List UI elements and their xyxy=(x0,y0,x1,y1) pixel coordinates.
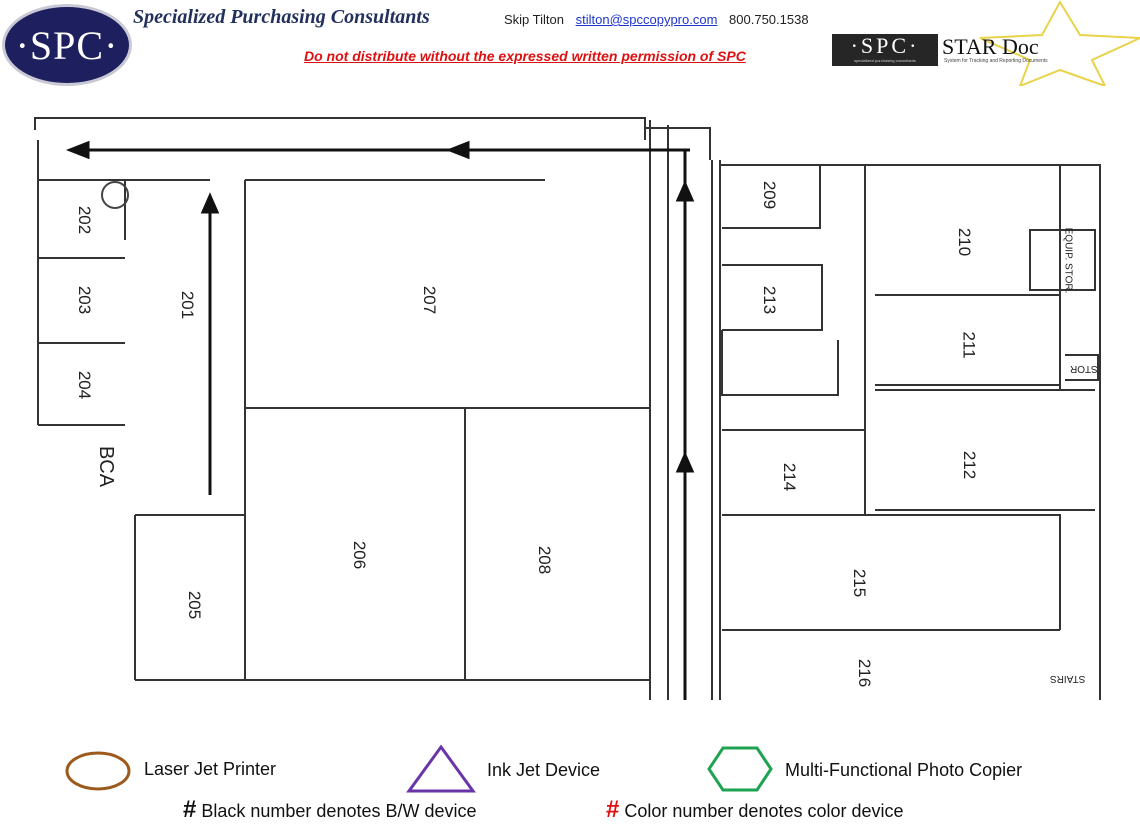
legend-mfp: Multi-Functional Photo Copier xyxy=(785,760,1023,780)
star-doc-spc-sub: specialized purchasing consultants xyxy=(854,58,916,63)
room-label: 214 xyxy=(780,462,800,492)
room-label: 208 xyxy=(535,545,555,575)
legend-color: # Color number denotes color device xyxy=(606,796,904,824)
room-label: 207 xyxy=(420,285,440,315)
star-icon xyxy=(979,0,1140,86)
legend-inkjet: Ink Jet Device xyxy=(487,760,601,780)
red-hash-icon: # xyxy=(606,796,620,823)
room-label: 203 xyxy=(75,285,95,315)
room-label: 209 xyxy=(760,180,780,210)
logo-text: ·SPC· xyxy=(15,22,119,68)
mfp-hexagon-icon xyxy=(707,746,773,792)
room-label: 201 xyxy=(178,290,198,320)
room-label: 205 xyxy=(185,590,205,620)
room-label: 204 xyxy=(75,370,95,400)
room-label: 210 xyxy=(955,227,975,257)
legend-laser: Laser Jet Printer xyxy=(144,759,277,779)
contact-phone: 800.750.1538 xyxy=(729,12,809,27)
room-label: 212 xyxy=(960,450,980,480)
floor-plan: 202 203 204 201 207 206 208 205 209 213 … xyxy=(0,95,1140,735)
room-label: 213 xyxy=(760,285,780,315)
room-label: 206 xyxy=(350,540,370,570)
room-label: 211 xyxy=(959,331,979,359)
spc-logo: ·SPC· xyxy=(2,4,132,86)
contact-name: Skip Tilton xyxy=(504,12,564,27)
equip-stor-label: EQUIP. STOR. xyxy=(1062,227,1074,294)
stor-label: STOR xyxy=(1070,363,1098,374)
legend-bw: # Black number denotes B/W device xyxy=(183,796,477,824)
legend-bw-text: Black number denotes B/W device xyxy=(201,801,477,821)
star-doc-spc-logo: ·SPC· xyxy=(832,34,938,66)
laser-printer-circle-icon xyxy=(65,751,131,791)
bca-label: BCA xyxy=(95,445,118,488)
star-doc-title: STAR Doc xyxy=(942,34,1039,59)
stairs-label: STAIRS xyxy=(1050,673,1086,684)
contact-info: Skip Tilton stilton@spccopypro.com 800.7… xyxy=(504,12,809,27)
company-name: Specialized Purchasing Consultants xyxy=(133,6,430,28)
room-label: 202 xyxy=(75,205,95,235)
smiley-icon xyxy=(101,181,129,209)
room-label: 215 xyxy=(850,568,870,598)
black-hash-icon: # xyxy=(183,796,197,823)
floor-plan-walls xyxy=(34,117,1101,700)
distribution-warning: Do not distribute without the expressed … xyxy=(304,48,746,64)
room-label: 216 xyxy=(855,658,875,688)
ink-jet-triangle-icon xyxy=(406,744,476,793)
contact-email-link[interactable]: stilton@spccopypro.com xyxy=(575,12,718,27)
legend-color-text: Color number denotes color device xyxy=(624,801,904,821)
star-doc-subtitle: System for Tracking and Reporting Docume… xyxy=(944,58,1048,64)
